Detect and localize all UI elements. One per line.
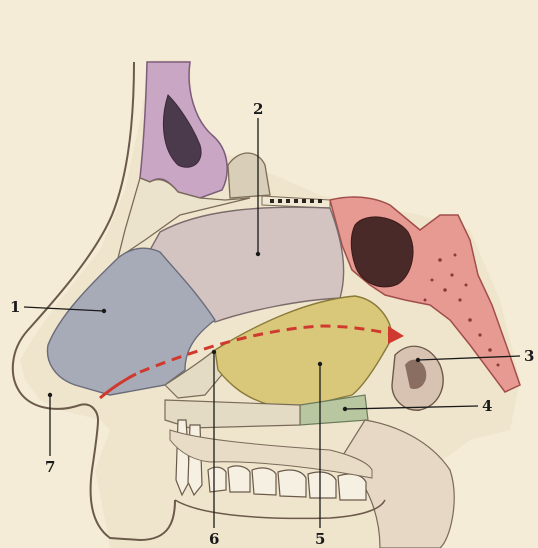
label-3: 3 <box>524 347 534 365</box>
crista-galli <box>228 153 270 198</box>
label-6: 6 <box>209 530 219 548</box>
label-4: 4 <box>482 397 492 415</box>
label-5: 5 <box>315 530 325 548</box>
label-2: 2 <box>253 100 263 118</box>
label-1: 1 <box>10 298 20 316</box>
label-7: 7 <box>45 458 55 476</box>
sphenoid-sinus <box>351 217 413 287</box>
